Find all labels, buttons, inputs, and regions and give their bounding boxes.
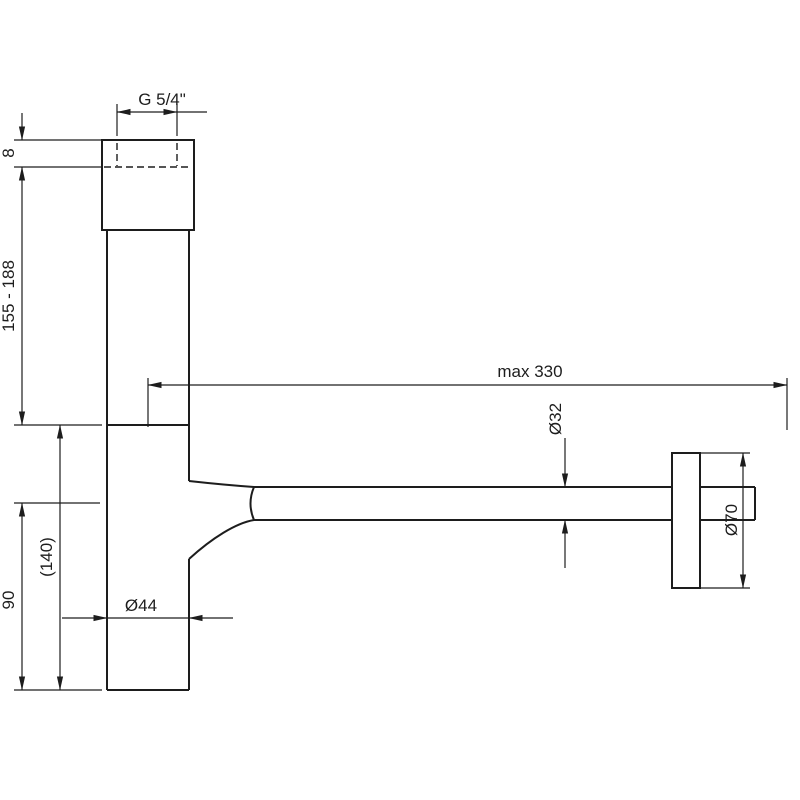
dim-rosette-diameter-label: Ø70 — [722, 504, 741, 536]
dim-nut-depth: 8 — [0, 113, 26, 158]
inlet-nut-body — [101, 139, 195, 231]
vertical-tube-and-body — [106, 230, 190, 691]
outlet-socket — [188, 480, 255, 560]
wall-rosette — [671, 452, 701, 589]
dim-thread: G 5/4" — [116, 90, 207, 136]
siphon-outline — [101, 139, 756, 691]
dim-body-diameter-label: Ø44 — [125, 596, 157, 615]
dim-body-height: (140) — [37, 424, 64, 691]
socket-flare-bottom — [188, 519, 255, 560]
dim-max-reach: max 330 — [147, 362, 788, 430]
left-extension-lines — [14, 139, 102, 691]
socket-mouth-arc — [249, 486, 255, 521]
dim-axis-to-bottom: 90 — [0, 502, 26, 691]
dim-axis-bottom-label: 90 — [0, 591, 18, 610]
dim-tube-length: 155 - 188 — [0, 166, 26, 426]
dim-tube-length-label: 155 - 188 — [0, 260, 18, 332]
dim-pipe-diameter: Ø32 — [546, 403, 569, 568]
dim-rosette-diameter: Ø70 — [700, 452, 750, 589]
socket-flare-top — [188, 480, 255, 488]
dim-max-reach-label: max 330 — [497, 362, 562, 381]
dim-nut-depth-label: 8 — [0, 148, 18, 157]
dim-body-diameter: Ø44 — [62, 596, 233, 622]
dim-body-height-label: (140) — [37, 537, 56, 577]
dim-pipe-diameter-label: Ø32 — [546, 403, 565, 435]
outlet-pipe — [254, 486, 756, 521]
dim-thread-label: G 5/4" — [138, 90, 186, 109]
inlet-nut — [101, 139, 195, 231]
